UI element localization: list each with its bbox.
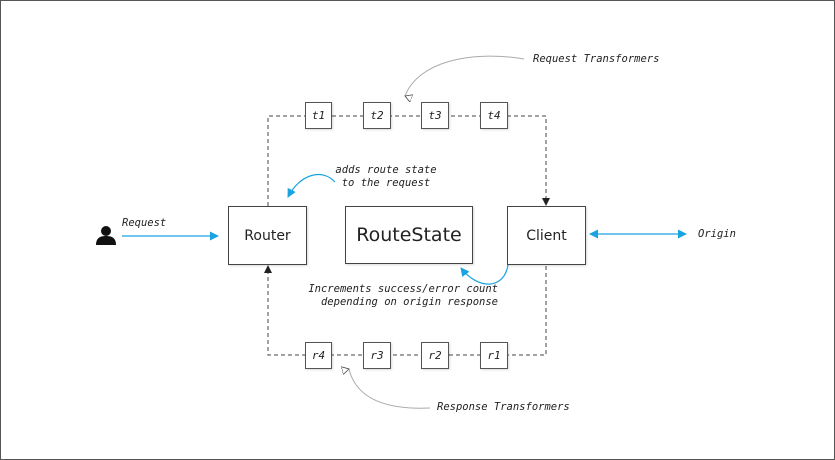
route-state-curve (287, 173, 336, 198)
response-transformer: r2 (421, 342, 449, 369)
route-state-note: adds route state to the request (335, 164, 437, 189)
response-transformers-callout (349, 369, 431, 409)
client-note: Increments success/error count depending… (308, 283, 498, 308)
request-transformer: t3 (421, 102, 449, 129)
route-state-label: RouteState (356, 224, 462, 246)
response-transformer: r3 (363, 342, 391, 369)
response-transformer-label: r4 (311, 349, 326, 362)
response-transformer-label: r3 (370, 349, 384, 362)
response-transformer: r1 (480, 342, 508, 369)
response-path (264, 265, 547, 356)
request-transformers-label: Request Transformers (533, 53, 660, 65)
request-path (267, 115, 550, 206)
request-transformer-label: t1 (311, 109, 326, 122)
response-transformer-label: r2 (428, 349, 442, 362)
request-transformer-label: t3 (428, 109, 442, 122)
route-state-node: RouteState (345, 206, 473, 264)
client-label: Client (526, 227, 567, 244)
origin-label: Origin (698, 228, 736, 240)
response-transformer-label: r1 (487, 349, 501, 362)
request-transformer: t1 (305, 102, 332, 129)
request-transformers-callout (405, 55, 525, 96)
client-node: Client (507, 206, 586, 265)
router-node: Router (228, 206, 307, 265)
user-icon (96, 226, 116, 245)
client-state-curve (460, 264, 509, 285)
request-transformer: t4 (480, 102, 508, 129)
request-transformer-label: t2 (370, 109, 384, 122)
request-transformer: t2 (363, 102, 391, 129)
request-label: Request (122, 217, 167, 229)
response-transformers-label: Response Transformers (437, 401, 570, 413)
router-label: Router (244, 227, 291, 244)
response-transformer: r4 (305, 342, 332, 369)
request-transformer-label: t4 (487, 109, 501, 122)
